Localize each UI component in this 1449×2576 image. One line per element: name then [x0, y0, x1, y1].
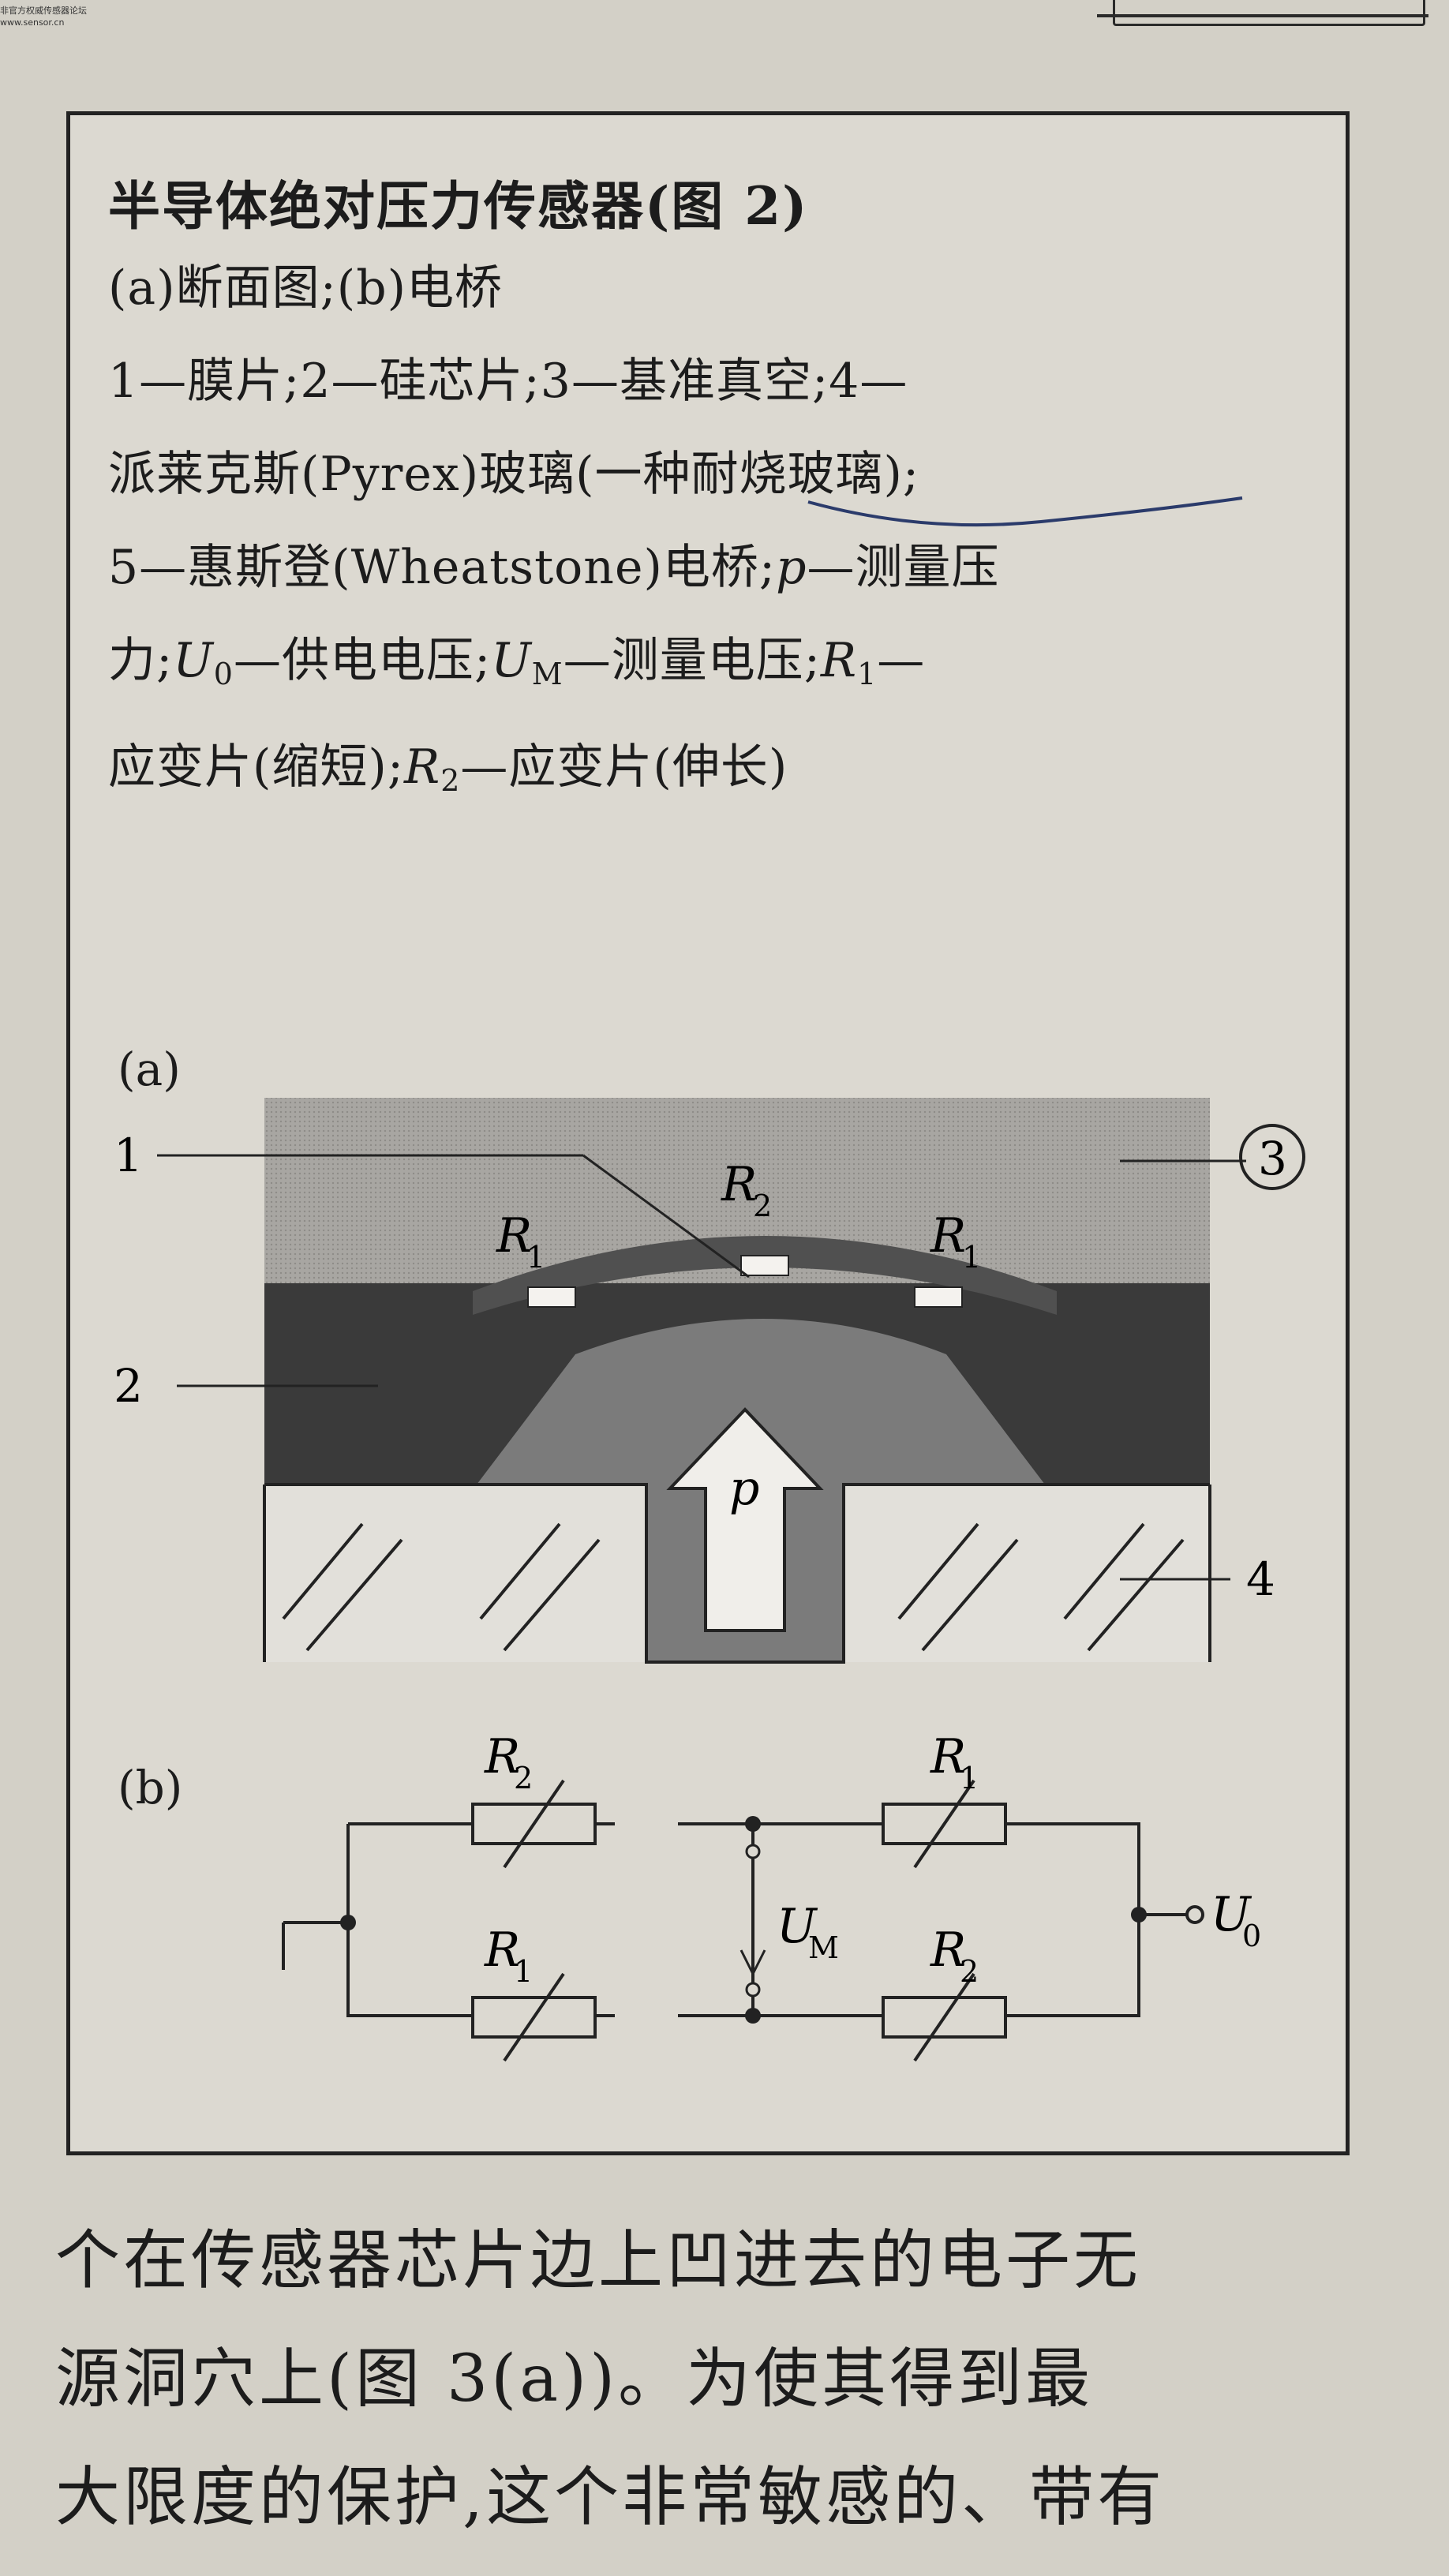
caption-symbol: U: [173, 633, 214, 688]
caption-line: (a)断面图;(b)电桥: [108, 260, 504, 316]
supply-voltage-label: U: [1211, 1887, 1252, 1942]
marker-2: 2: [114, 1359, 143, 1413]
caption-subscript: 1: [857, 657, 878, 691]
wheatstone-bridge: [282, 1779, 1187, 2062]
watermark: 非官方权威传感器论坛 www.sensor.cn: [0, 5, 205, 36]
marker-4: 4: [1246, 1552, 1275, 1606]
pressure-symbol: p: [729, 1461, 759, 1516]
caption-span: 力;: [108, 633, 174, 688]
bridge-r2-bottom: R: [930, 1923, 966, 1978]
caption-span: —测量压: [807, 540, 1000, 595]
glass-hatching: [282, 1522, 1185, 1652]
caption-span: —测量电压;: [563, 633, 821, 688]
marker-3: 3: [1258, 1132, 1287, 1185]
marker-1: 1: [114, 1129, 143, 1182]
body-line: 大限度的保护,这个非常敏感的、带有: [55, 2460, 1166, 2535]
caption-span: —: [877, 633, 926, 688]
resistor-label: R: [930, 1208, 966, 1264]
bridge-r1-bottom-sub: 1: [514, 1954, 533, 1989]
bridge-r2-bottom-sub: 2: [960, 1954, 979, 1989]
page-edge: [1097, 0, 1449, 32]
bridge-r1-top-sub: 1: [960, 1761, 979, 1795]
body-paragraph: 个在传感器芯片边上凹进去的电子无 源洞穴上(图 3(a))。为使其得到最 大限度…: [55, 2202, 1413, 2557]
strain-gauge: [740, 1255, 789, 1276]
measure-voltage-sub: M: [808, 1930, 839, 1965]
bridge-r1-top: R: [930, 1729, 966, 1784]
watermark-line1: 非官方权威传感器论坛: [0, 6, 87, 16]
figure-a-label: (a): [118, 1043, 181, 1096]
figure-b-label: (b): [118, 1761, 183, 1814]
bridge-r2-top: R: [484, 1729, 520, 1784]
caption-subscript: 2: [440, 763, 461, 798]
bridge-r1-bottom: R: [484, 1923, 520, 1978]
caption-subscript: M: [531, 657, 564, 691]
caption-line: 派莱克斯(Pyrex)玻璃(一种耐烧玻璃);: [108, 447, 920, 502]
resistor-label-sub: 1: [526, 1240, 545, 1275]
bridge-r2-top-sub: 2: [514, 1761, 533, 1795]
body-line: 源洞穴上(图 3(a))。为使其得到最: [55, 2342, 1094, 2417]
caption-span: 5—惠斯登(Wheatstone)电桥;: [108, 540, 777, 595]
caption-line: 1—膜片;2—硅芯片;3—基准真空;4—: [108, 354, 908, 409]
caption-span: 应变片(缩短);: [108, 739, 405, 795]
caption-line: 应变片(缩短);R2—应变片(伸长): [108, 721, 1339, 827]
handwritten-underline: [807, 496, 1243, 527]
measure-voltage-label: U: [777, 1899, 818, 1954]
resistor-label: R: [721, 1157, 757, 1212]
caption-line: 力;U0—供电电压;UM—测量电压;R1—: [108, 614, 1339, 721]
caption-symbol: U: [491, 633, 532, 688]
caption-line: 5—惠斯登(Wheatstone)电桥;p—测量压: [108, 521, 1339, 614]
resistor-label-sub: 1: [962, 1240, 981, 1275]
pyrex-glass: [844, 1485, 1210, 1662]
figure-box: 半导体绝对压力传感器(图 2) (a)断面图;(b)电桥 1—膜片;2—硅芯片;…: [66, 111, 1350, 2155]
caption-symbol: R: [820, 633, 858, 688]
figure-caption: 半导体绝对压力传感器(图 2) (a)断面图;(b)电桥 1—膜片;2—硅芯片;…: [108, 170, 1339, 827]
supply-voltage-sub: 0: [1242, 1919, 1261, 1953]
strain-gauge: [914, 1286, 963, 1308]
cross-section-diagram: p R 1 R 2 R 1 1 2 3 4: [114, 1098, 1305, 2062]
caption-subscript: 0: [213, 657, 234, 691]
diaphragm: [473, 1236, 1057, 1315]
caption-symbol: p: [776, 540, 807, 595]
strain-gauge: [527, 1286, 576, 1308]
pressure-arrow: [666, 1407, 824, 1632]
resistor-label-sub: 2: [753, 1189, 772, 1223]
caption-span: —应变片(伸长): [460, 739, 788, 795]
body-line: 个在传感器芯片边上凹进去的电子无: [55, 2223, 1142, 2298]
resistor-label: R: [496, 1208, 532, 1264]
caption-span: —供电电压;: [233, 633, 492, 688]
caption-symbol: R: [404, 739, 441, 795]
caption-title: 半导体绝对压力传感器(图 2): [108, 175, 809, 237]
watermark-line2: www.sensor.cn: [0, 17, 65, 28]
